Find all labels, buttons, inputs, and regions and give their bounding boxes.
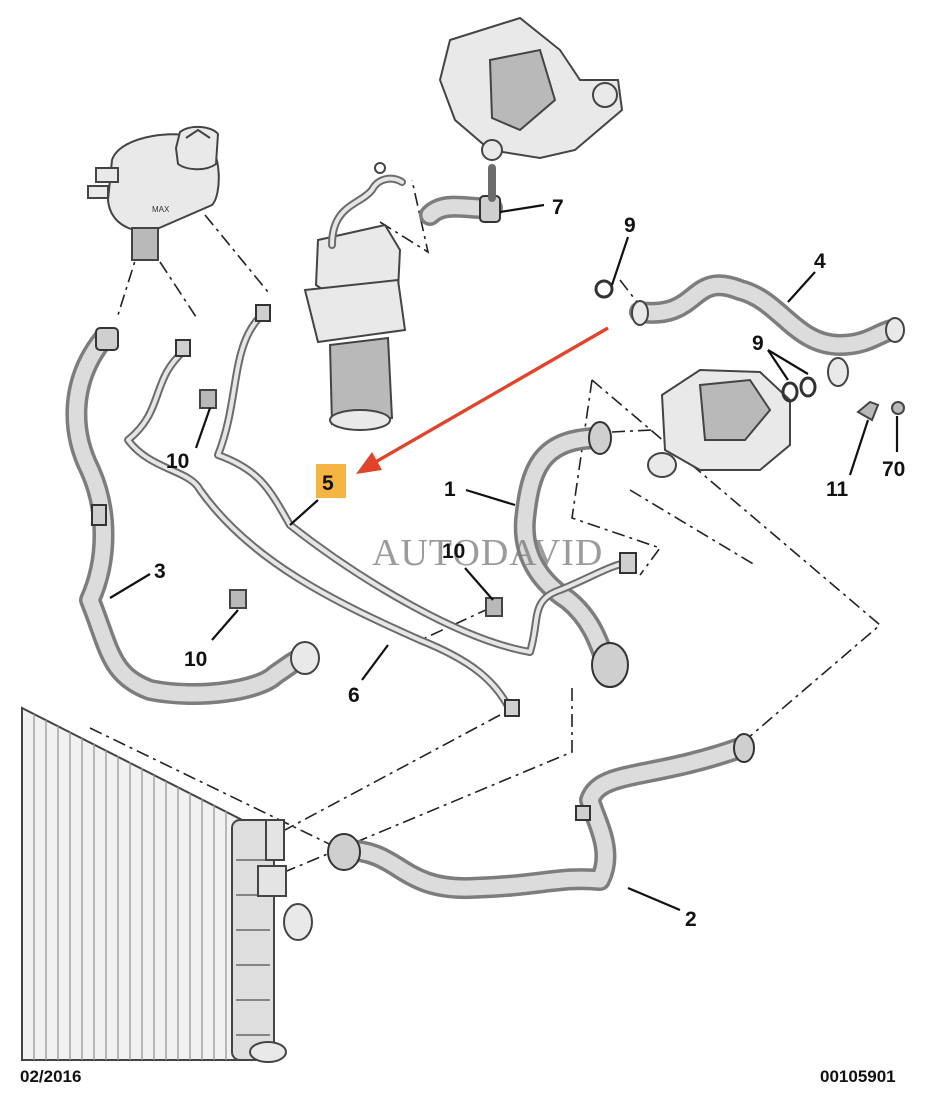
callout-11: 11 bbox=[826, 478, 849, 501]
thermostat-housing bbox=[647, 357, 905, 478]
callout-9-orings: 9 bbox=[752, 332, 764, 355]
callout-labels: 1 2 3 4 5 6 7 9 9 10 10 10 11 70 bbox=[154, 196, 905, 931]
callout-1: 1 bbox=[444, 478, 456, 501]
water-pump bbox=[438, 16, 624, 161]
callout-4: 4 bbox=[814, 250, 826, 273]
callout-10-center: 10 bbox=[442, 540, 465, 563]
callout-5: 5 bbox=[322, 472, 334, 495]
callout-7: 7 bbox=[552, 196, 564, 219]
assembly-dash-lines bbox=[89, 179, 882, 879]
callout-10-bottom: 10 bbox=[184, 648, 207, 671]
footer-date: 02/2016 bbox=[20, 1067, 81, 1086]
hose-7 bbox=[419, 164, 503, 226]
callout-9-hose: 9 bbox=[624, 214, 636, 237]
callout-5-highlight bbox=[316, 464, 346, 498]
leader-lines bbox=[109, 203, 899, 912]
callout-3: 3 bbox=[154, 560, 166, 583]
expansion-tank: MAX bbox=[87, 126, 220, 261]
callout-10-left: 10 bbox=[166, 450, 189, 473]
hose-3 bbox=[65, 327, 320, 705]
callout-2: 2 bbox=[685, 908, 697, 931]
watermark: AUTODAVID bbox=[372, 532, 603, 574]
hose-4 bbox=[594, 274, 905, 356]
pipes-5-6 bbox=[124, 304, 637, 717]
clips-10 bbox=[199, 389, 503, 617]
footer-diagram-code: 00105901 bbox=[820, 1067, 896, 1086]
hose-2 bbox=[327, 733, 755, 900]
radiator bbox=[21, 706, 313, 1063]
hose-1 bbox=[513, 421, 629, 688]
callout-70: 70 bbox=[882, 458, 905, 481]
oil-cooler-filter bbox=[303, 162, 407, 431]
highlight-arrow bbox=[356, 326, 609, 474]
svg-text:MAX: MAX bbox=[152, 205, 170, 214]
callout-6: 6 bbox=[348, 684, 360, 707]
